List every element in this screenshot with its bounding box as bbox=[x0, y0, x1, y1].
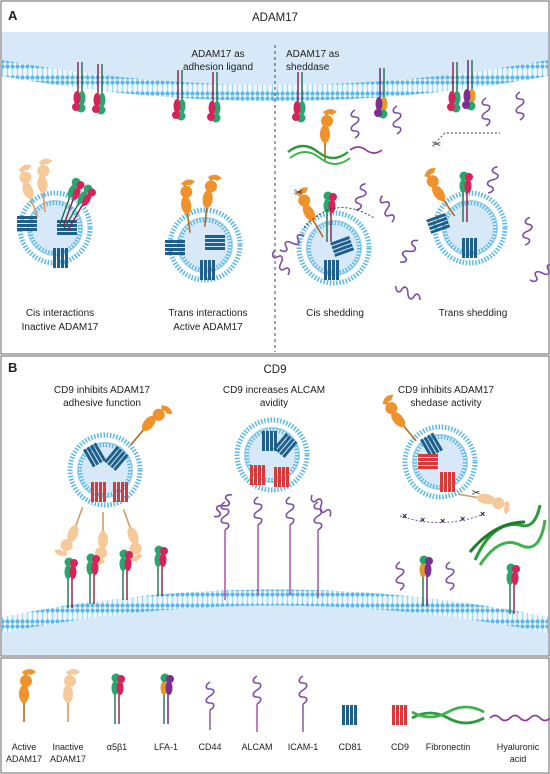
panel-b-title: CD9 bbox=[263, 364, 286, 376]
legend-label-cd81: CD81 bbox=[338, 742, 361, 752]
legend-label-alpha5beta1: α5β1 bbox=[107, 742, 127, 752]
hyaluronic-acid-icon bbox=[489, 714, 550, 722]
scissors-icon: ✂ bbox=[432, 139, 441, 151]
caption-trans-shedding: Trans shedding bbox=[439, 308, 508, 319]
svg-text:×: × bbox=[440, 516, 445, 526]
caption-trans-interactions-line1: Trans interactions bbox=[168, 308, 247, 319]
hyaluronic-strand bbox=[349, 146, 383, 154]
header-sheddase-line2: sheddase bbox=[286, 62, 330, 73]
legend-label-cd9: CD9 bbox=[391, 742, 409, 752]
legend-label-active-line1: Active bbox=[12, 742, 37, 752]
header-inhibits-sheddase-line2: shedase activity bbox=[410, 398, 481, 409]
fibronectin-icon bbox=[411, 705, 485, 725]
panel-a-top-membrane bbox=[2, 32, 548, 93]
panel-b-bilayer bbox=[2, 589, 548, 633]
scissors-icon: ✂ bbox=[294, 187, 303, 199]
legend-label-icam1: ICAM-1 bbox=[288, 742, 319, 752]
cell-cis-shedding: ✂ bbox=[291, 181, 375, 283]
panel-b: B CD9 CD9 inhibits ADAM17 adhesive funct… bbox=[0, 355, 550, 657]
legend: Active ADAM17 Inactive ADAM17 α5β1 LFA-1… bbox=[0, 657, 550, 774]
fibronectin-bundle bbox=[468, 504, 547, 566]
legend-label-hyaluronic-line1: Hyaluronic bbox=[497, 742, 540, 752]
cell-cd9-inhibits-sheddase: ✂ bbox=[377, 391, 513, 517]
panel-a: A ADAM17 ADAM17 as adhesion ligand ADAM1… bbox=[0, 0, 550, 355]
header-inhibits-adhesive-line2: adhesive function bbox=[63, 398, 141, 409]
header-adhesion-ligand-line2: adhesion ligand bbox=[183, 62, 253, 73]
legend-label-inactive-line1: Inactive bbox=[52, 742, 83, 752]
header-adhesion-ligand-line1: ADAM17 as bbox=[191, 49, 244, 60]
fibronectin-strand bbox=[289, 151, 351, 165]
svg-text:×: × bbox=[420, 515, 425, 525]
legend-label-lfa1: LFA-1 bbox=[154, 742, 178, 752]
fibronectin-strand bbox=[287, 144, 349, 160]
panel-a-title: ADAM17 bbox=[252, 12, 298, 24]
svg-text:×: × bbox=[402, 511, 407, 521]
caption-cis-shedding: Cis shedding bbox=[306, 308, 364, 319]
panel-a-bilayer bbox=[2, 60, 548, 101]
header-increases-avidity-line1: CD9 increases ALCAM bbox=[223, 385, 325, 396]
legend-label-alcam: ALCAM bbox=[241, 742, 272, 752]
bottom-membrane-receptors bbox=[63, 496, 521, 615]
legend-frame bbox=[0, 657, 550, 774]
legend-label-inactive-line2: ADAM17 bbox=[50, 754, 86, 764]
legend-label-fibronectin: Fibronectin bbox=[426, 742, 471, 752]
alcam-icon bbox=[252, 675, 262, 732]
caption-trans-interactions-line2: Active ADAM17 bbox=[173, 322, 243, 333]
cd44-icon bbox=[205, 681, 215, 730]
header-inhibits-sheddase-line1: CD9 inhibits ADAM17 bbox=[398, 385, 495, 396]
header-increases-avidity-line2: avidity bbox=[260, 398, 288, 409]
legend-label-active-line2: ADAM17 bbox=[6, 754, 42, 764]
legend-label-hyaluronic-line2: acid bbox=[510, 754, 527, 764]
svg-text:×: × bbox=[460, 514, 465, 524]
header-inhibits-adhesive-line1: CD9 inhibits ADAM17 bbox=[54, 385, 151, 396]
hyaluronic-link bbox=[399, 513, 485, 523]
caption-cis-interactions-line1: Cis interactions bbox=[26, 308, 94, 319]
panel-a-letter: A bbox=[8, 8, 18, 23]
cell-trans-shedding: ✂ bbox=[419, 132, 505, 263]
legend-label-cd44: CD44 bbox=[198, 742, 221, 752]
header-sheddase-line1: ADAM17 as bbox=[286, 49, 339, 60]
icam1-icon bbox=[298, 675, 308, 732]
caption-cis-interactions-line2: Inactive ADAM17 bbox=[22, 322, 99, 333]
panel-b-letter: B bbox=[8, 360, 17, 375]
scissors-icon: ✂ bbox=[472, 488, 480, 499]
